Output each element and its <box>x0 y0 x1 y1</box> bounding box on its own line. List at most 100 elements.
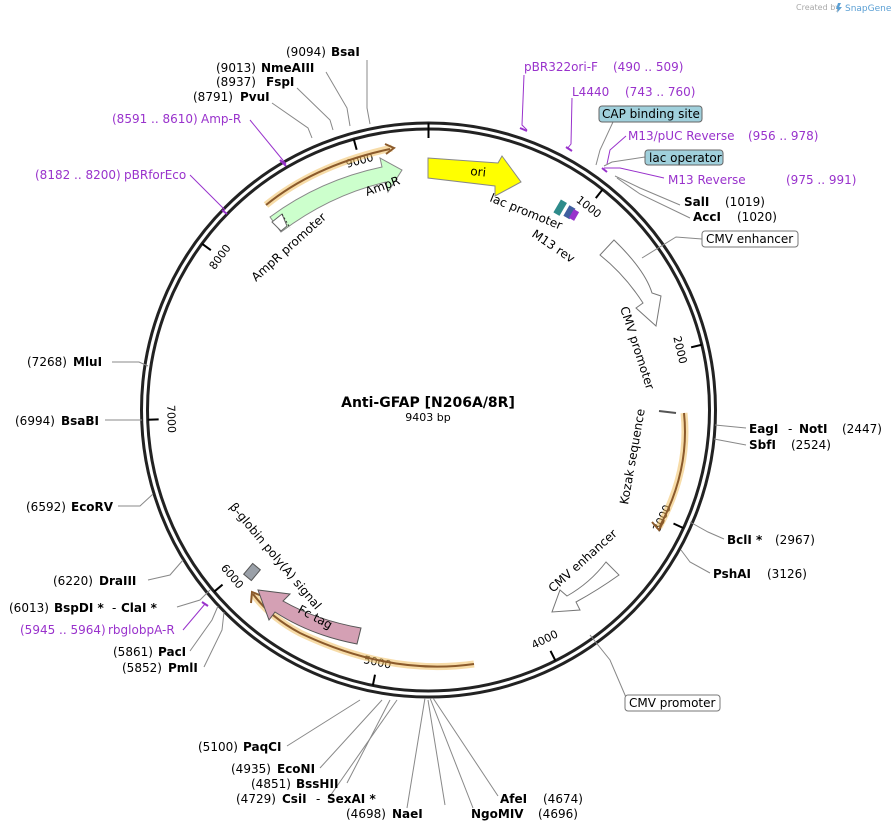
eagi-pos: (2447) <box>842 422 882 436</box>
scale-tick <box>595 188 604 199</box>
paci-name[interactable]: PacI <box>158 645 186 659</box>
econi-name[interactable]: EcoNI <box>277 762 315 776</box>
lac-promoter-feature[interactable] <box>553 199 580 221</box>
ori-feature[interactable] <box>427 155 522 197</box>
afei-pos: (4674) <box>543 792 583 806</box>
csii-sep: - <box>316 792 320 806</box>
scale-tick-label: 7000 <box>164 405 178 433</box>
cmv-enhancer-lower-feature[interactable] <box>551 561 620 613</box>
paqci-pos: (5100) <box>198 740 238 754</box>
m13puc-range: (956 .. 978) <box>748 129 818 143</box>
pshai-name[interactable]: PshAI <box>713 567 751 581</box>
bspdi-sep: - <box>112 601 116 615</box>
draiii-pos: (6220) <box>53 574 93 588</box>
leader-lines <box>105 60 747 809</box>
ecorv-name[interactable]: EcoRV <box>71 500 114 514</box>
cmv-enhancer-box[interactable] <box>701 230 799 248</box>
nmeaiii-name[interactable]: NmeAIII <box>261 61 314 75</box>
ngomiv-pos: (4696) <box>538 807 578 821</box>
pmli-pos: (5852) <box>122 661 162 675</box>
cmv-promoter-box-label: CMV promoter <box>629 696 716 710</box>
acci-name[interactable]: AccI <box>693 210 721 224</box>
credit-brand: SnapGene <box>845 4 892 14</box>
m13puc-name[interactable]: M13/pUC Reverse <box>628 129 735 143</box>
bsai-name[interactable]: BsaI <box>331 45 360 59</box>
ampr-orf-line <box>265 148 391 206</box>
scale-tick-label: 8000 <box>207 242 234 272</box>
sali-name[interactable]: SalI <box>684 195 709 209</box>
bsshii-name[interactable]: BssHII <box>296 777 338 791</box>
cmv-enhancer-box-label: CMV enhancer <box>706 232 793 246</box>
m13rev-primer-name[interactable]: M13 Reverse <box>668 173 746 187</box>
naei-name[interactable]: NaeI <box>392 807 423 821</box>
ampr-primer-name[interactable]: Amp-R <box>201 112 241 126</box>
l4440-name[interactable]: L4440 <box>572 85 609 99</box>
mlui-pos: (7268) <box>27 355 67 369</box>
cap-label: CAP binding site <box>602 107 700 121</box>
ampr-primer-range: (8591 .. 8610) <box>112 112 198 126</box>
pbrforeco-range: (8182 .. 8200) <box>35 168 121 182</box>
bspdi-name[interactable]: BspDI * <box>54 601 104 615</box>
scale-tick <box>371 674 376 686</box>
ampr-promoter-feature[interactable] <box>271 213 288 232</box>
fc-tag-feature[interactable] <box>257 589 362 645</box>
bspdi-pos: (6013) <box>9 601 49 615</box>
ori-label: ori <box>470 164 487 180</box>
cap-box[interactable] <box>598 105 703 123</box>
cmv-promoter-upper-feature[interactable] <box>599 239 662 327</box>
bcli-name[interactable]: BclI * <box>727 533 763 547</box>
lac-promoter-label: lac promoter <box>488 191 564 233</box>
light-orf-arrowhead <box>250 590 263 604</box>
mlui-name[interactable]: MluI <box>73 355 102 369</box>
clai-name[interactable]: ClaI * <box>121 601 158 615</box>
afei-name[interactable]: AfeI <box>500 792 527 806</box>
ampr-feature[interactable] <box>269 157 403 233</box>
m13rev-primer-range: (975 .. 991) <box>786 173 856 187</box>
bsabi-name[interactable]: BsaBI <box>61 414 99 428</box>
kozak-feature[interactable] <box>658 410 677 414</box>
noti-name[interactable]: NotI <box>799 422 828 436</box>
cmv-promoter-box[interactable] <box>624 694 721 712</box>
bsai-pos: (9094) <box>286 45 326 59</box>
bglobin-feature[interactable] <box>242 562 262 582</box>
bsabi-pos: (6994) <box>15 414 55 428</box>
heavy-orf-arrowhead <box>651 519 665 532</box>
pbrforeco-name[interactable]: pBRforEco <box>124 168 186 182</box>
bsshii-pos: (4851) <box>251 777 291 791</box>
plasmid-title: Anti-GFAP [N206A/8R] <box>341 395 515 411</box>
primer-leaders <box>182 74 665 631</box>
sbfi-name[interactable]: SbfI <box>749 438 776 452</box>
eagi-sep: - <box>788 422 792 436</box>
scale-tick-label: 2000 <box>670 335 689 365</box>
csii-pos: (4729) <box>236 792 276 806</box>
pvui-name[interactable]: PvuI <box>240 90 270 104</box>
paqci-name[interactable]: PaqCI <box>243 740 281 754</box>
pbr322-range: (490 .. 509) <box>613 60 683 74</box>
ecorv-pos: (6592) <box>26 500 66 514</box>
sexai-name[interactable]: SexAI * <box>327 792 376 806</box>
lacop-box[interactable] <box>644 149 724 166</box>
pvui-pos: (8791) <box>193 90 233 104</box>
scale-tick-label: 6000 <box>218 562 246 592</box>
naei-pos: (4698) <box>346 807 386 821</box>
scale-tick-label: 4000 <box>529 628 560 652</box>
l4440-range: (743 .. 760) <box>625 85 695 99</box>
credit-text: Created by <box>796 3 840 12</box>
scale-tick <box>201 242 212 252</box>
fspi-name[interactable]: FspI <box>266 75 294 89</box>
ngomiv-name[interactable]: NgoMIV <box>471 807 524 821</box>
scale-tick <box>352 138 358 150</box>
pmli-name[interactable]: PmlI <box>168 661 198 675</box>
draiii-name[interactable]: DraIII <box>99 574 136 588</box>
eagi-name[interactable]: EagI <box>749 422 778 436</box>
nmeaiii-pos: (9013) <box>216 61 256 75</box>
kozak-label: Kozak sequence <box>617 408 648 506</box>
rbglobpa-name[interactable]: rbglobpA-R <box>108 623 175 637</box>
heavy-orf-line <box>659 412 686 527</box>
pbr322-name[interactable]: pBR322ori-F <box>524 60 598 74</box>
bcli-pos: (2967) <box>775 533 815 547</box>
csii-name[interactable]: CsiI <box>282 792 307 806</box>
sbfi-pos: (2524) <box>791 438 831 452</box>
econi-pos: (4935) <box>231 762 271 776</box>
